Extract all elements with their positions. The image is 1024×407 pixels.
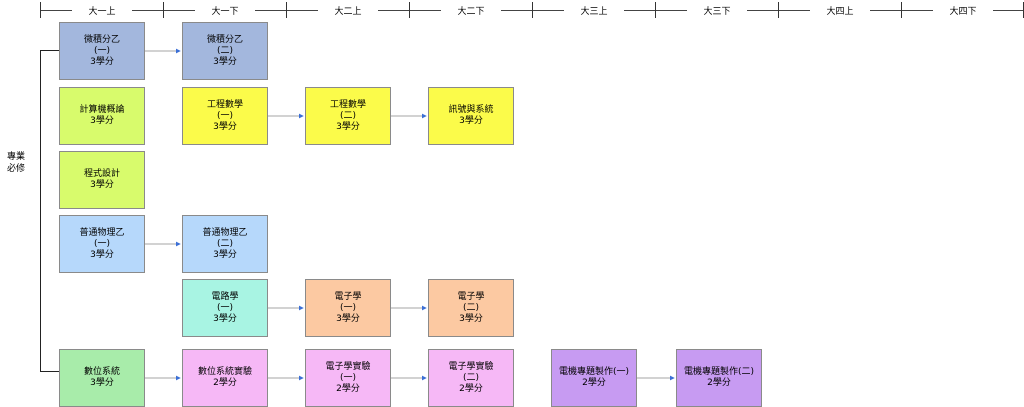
- course-part: (一): [216, 110, 234, 121]
- course-name: 微積分乙: [83, 34, 120, 45]
- timeline-tick: [286, 2, 287, 18]
- semester-timeline: 大一上 大一下 大二上 大二下 大三上 大三下 大四上 大四下: [0, 0, 1024, 22]
- course-electronics-lab-1[interactable]: 電子學實驗 (一) 2學分: [305, 349, 391, 407]
- course-part: (一): [339, 302, 357, 313]
- course-circuits-1[interactable]: 電路學 (一) 3學分: [182, 279, 268, 337]
- course-part: (二): [216, 238, 234, 249]
- course-part: (一): [93, 238, 111, 249]
- course-name: 微積分乙: [206, 34, 243, 45]
- category-label: 專業 必修: [2, 151, 30, 175]
- course-name: 電子學實驗: [448, 361, 494, 372]
- course-name: 工程數學: [206, 99, 243, 110]
- course-intro-computer[interactable]: 計算機概論 3學分: [59, 87, 145, 145]
- course-engineering-math-2[interactable]: 工程數學 (二) 3學分: [305, 87, 391, 145]
- semester-label-y1s2: 大一下: [195, 4, 255, 17]
- course-ee-project-2[interactable]: 電機專題製作(二) 2學分: [676, 349, 762, 407]
- course-credits: 3學分: [90, 116, 114, 126]
- category-label-line: 專業: [6, 152, 25, 162]
- timeline-tick: [778, 2, 779, 18]
- semester-label-y3s2: 大三下: [687, 4, 747, 17]
- course-name: 數位系統實驗: [197, 367, 252, 377]
- category-bracket: [40, 50, 59, 372]
- course-credits: 3學分: [213, 56, 237, 67]
- course-calculus-2[interactable]: 微積分乙 (二) 3學分: [182, 22, 268, 80]
- course-part: (二): [216, 45, 234, 56]
- course-name: 程式設計: [83, 169, 120, 179]
- course-credits: 3學分: [459, 116, 483, 126]
- course-name: 電子學: [457, 291, 485, 302]
- course-part: (二): [462, 372, 480, 383]
- course-credits: 3學分: [90, 249, 114, 260]
- course-programming[interactable]: 程式設計 3學分: [59, 151, 145, 209]
- timeline-tick: [163, 2, 164, 18]
- course-credits: 3學分: [90, 56, 114, 67]
- course-digital-systems[interactable]: 數位系統 3學分: [59, 349, 145, 407]
- course-credits: 3學分: [336, 121, 360, 132]
- course-signals-systems[interactable]: 訊號與系統 3學分: [428, 87, 514, 145]
- course-credits: 3學分: [213, 313, 237, 324]
- semester-label-y2s2: 大二下: [441, 4, 501, 17]
- course-part: (一): [216, 302, 234, 313]
- course-credits: 3學分: [213, 121, 237, 132]
- semester-label-y2s1: 大二上: [318, 4, 378, 17]
- course-ee-project-1[interactable]: 電機專題製作(一) 2學分: [551, 349, 637, 407]
- course-credits: 2學分: [707, 378, 731, 388]
- course-name: 電路學: [211, 291, 239, 302]
- course-name: 計算機概論: [79, 105, 125, 115]
- course-credits: 3學分: [459, 313, 483, 324]
- course-credits: 3學分: [90, 378, 114, 388]
- course-part: (一): [93, 45, 111, 56]
- course-name: 電子學實驗: [325, 361, 371, 372]
- timeline-tick: [532, 2, 533, 18]
- course-part: (二): [462, 302, 480, 313]
- course-name: 電子學: [334, 291, 362, 302]
- semester-label-y4s1: 大四上: [810, 4, 870, 17]
- course-physics-1[interactable]: 普通物理乙 (一) 3學分: [59, 215, 145, 273]
- course-name: 訊號與系統: [448, 105, 494, 115]
- course-credits: 3學分: [90, 180, 114, 190]
- semester-label-y1s1: 大一上: [72, 4, 132, 17]
- course-name: 工程數學: [329, 99, 366, 110]
- course-credits: 2學分: [582, 378, 606, 388]
- timeline-tick: [40, 2, 41, 18]
- timeline-tick: [901, 2, 902, 18]
- timeline-tick: [655, 2, 656, 18]
- course-name: 普通物理乙: [79, 227, 125, 238]
- course-electronics-2[interactable]: 電子學 (二) 3學分: [428, 279, 514, 337]
- course-credits: 3學分: [336, 313, 360, 324]
- semester-label-y4s2: 大四下: [933, 4, 993, 17]
- timeline-tick: [409, 2, 410, 18]
- course-digital-lab[interactable]: 數位系統實驗 2學分: [182, 349, 268, 407]
- course-part: (二): [339, 110, 357, 121]
- semester-label-y3s1: 大三上: [564, 4, 624, 17]
- course-credits: 3學分: [213, 249, 237, 260]
- course-electronics-lab-2[interactable]: 電子學實驗 (二) 2學分: [428, 349, 514, 407]
- course-credits: 2學分: [336, 383, 360, 394]
- course-calculus-1[interactable]: 微積分乙 (一) 3學分: [59, 22, 145, 80]
- course-name: 電機專題製作(二): [683, 367, 755, 377]
- course-electronics-1[interactable]: 電子學 (一) 3學分: [305, 279, 391, 337]
- course-name: 普通物理乙: [202, 227, 248, 238]
- course-credits: 2學分: [213, 378, 237, 388]
- course-name: 電機專題製作(一): [558, 367, 630, 377]
- course-name: 數位系統: [83, 367, 120, 377]
- course-part: (一): [339, 372, 357, 383]
- course-credits: 2學分: [459, 383, 483, 394]
- course-physics-2[interactable]: 普通物理乙 (二) 3學分: [182, 215, 268, 273]
- category-label-line: 必修: [6, 164, 25, 174]
- course-engineering-math-1[interactable]: 工程數學 (一) 3學分: [182, 87, 268, 145]
